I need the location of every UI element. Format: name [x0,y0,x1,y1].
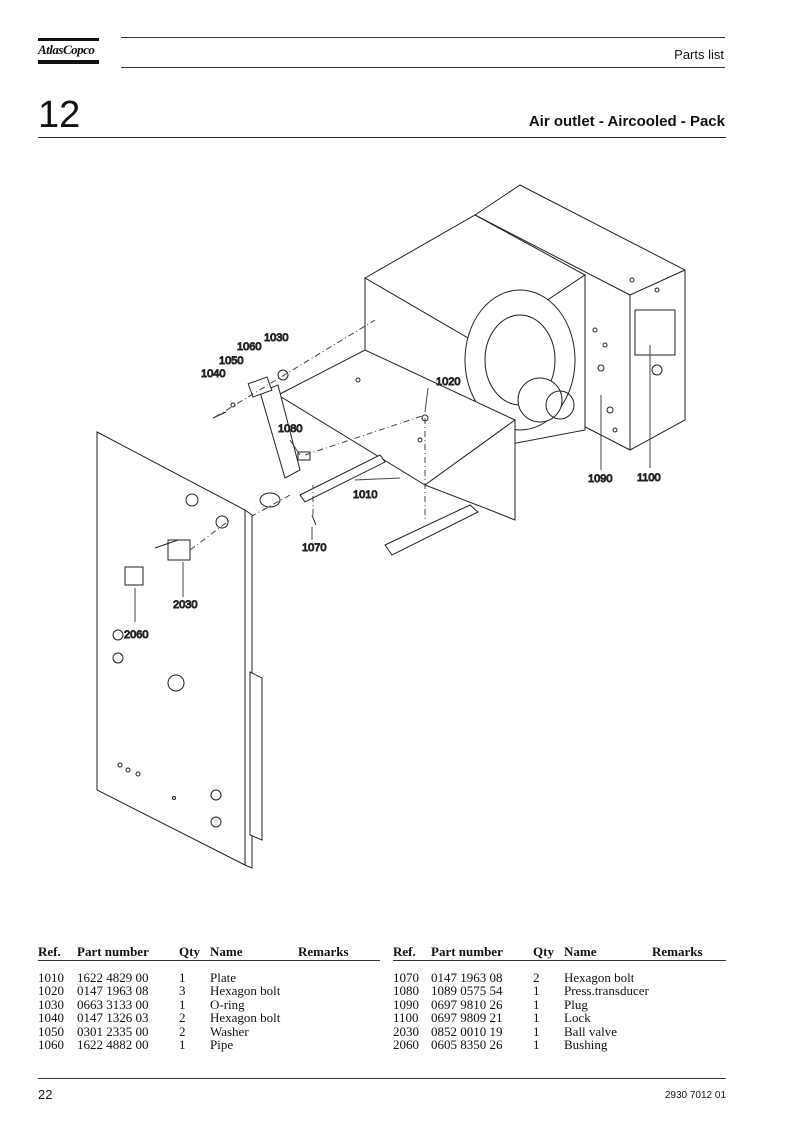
doc-number: 2930 7012 01 [664,1090,726,1101]
name-cell: Lock [564,1010,591,1026]
callout-1010: 1010 [353,489,377,501]
ref-cell: 1090 [393,996,419,1012]
bolt-1070 [311,514,317,526]
ref-cell: 2060 [393,1037,419,1052]
callout-1070: 1070 [302,542,326,554]
ball-valve-2030 [167,539,191,561]
header-bottom-rule [121,67,725,68]
front-panel [96,431,263,869]
plate-1010-flap [423,419,516,521]
name-cell: Hexagon bolt [210,1010,281,1026]
part-number-cell: 0697 9809 21 [431,1010,503,1026]
col-qty: Qty [179,944,200,959]
part-number-cell: 0697 9810 26 [431,996,503,1012]
logo-text: AtlasCopco [38,42,95,57]
part-number-cell: 0147 1963 08 [431,970,503,985]
qty-cell: 1 [179,996,186,1012]
col-part-number: Part number [431,944,503,959]
col-name: Name [210,944,243,959]
part-number-cell: 0663 3133 00 [77,996,149,1012]
qty-cell: 2 [179,1023,186,1039]
name-cell: Hexagon bolt [210,983,281,999]
qty-cell: 3 [179,983,186,999]
callout-1090: 1090 [588,473,612,485]
name-cell: Hexagon bolt [564,970,635,985]
part-number-cell: 1622 4882 00 [77,1037,149,1052]
title-rule [38,137,726,138]
bolt-1040 [212,411,227,419]
name-cell: Bushing [564,1037,608,1052]
qty-cell: 1 [179,970,186,985]
ref-cell: 1050 [38,1023,64,1039]
callout-1020: 1020 [436,376,460,388]
part-number-cell: 0301 2335 00 [77,1023,149,1039]
col-ref: Ref. [393,944,416,959]
logo-bar-top [38,38,99,41]
callout-1080: 1080 [278,423,302,435]
name-cell: Press.transducer [564,983,649,999]
atlas-copco-logo: AtlasCopco [38,38,99,66]
callout-2030: 2030 [173,599,197,611]
col-part-number: Part number [77,944,149,959]
part-number-cell: 0605 8350 26 [431,1037,503,1052]
transducer-1080 [297,451,311,461]
section-title: Air outlet - Aircooled - Pack [528,113,725,130]
mounting-rail-lower [384,504,479,556]
ref-cell: 1100 [393,1010,419,1026]
bushing-2060 [124,566,144,586]
qty-cell: 1 [533,1037,540,1052]
callout-1040: 1040 [201,368,225,380]
part-number-cell: 0147 1963 08 [77,983,149,999]
qty-cell: 1 [533,996,540,1012]
qty-cell: 1 [533,1023,540,1039]
qty-cell: 1 [179,1037,186,1052]
name-cell: Pipe [210,1037,234,1052]
footer-rule [38,1078,726,1079]
col-name: Name [564,944,597,959]
chapter-number: 12 [38,94,81,136]
washer-1050 [230,402,236,408]
mounting-rail [299,454,386,503]
callout-1030: 1030 [264,332,288,344]
ref-cell: 1080 [393,983,419,999]
ref-cell: 1070 [393,970,419,985]
exploded-view-drawing: 1030 1060 1050 1040 1020 1080 1010 1070 … [96,184,686,869]
logo-bar-bottom [38,60,99,64]
col-ref: Ref. [38,944,61,959]
name-cell: Ball valve [564,1023,618,1039]
part-number-cell: 0147 1326 03 [77,1010,149,1026]
callout-1050: 1050 [219,355,243,367]
ref-cell: 2030 [393,1023,419,1039]
doc-type: Parts list [674,47,724,62]
part-number-cell: 1622 4829 00 [77,970,149,985]
ref-cell: 1010 [38,970,64,985]
header-top-rule [121,37,725,38]
callout-1060: 1060 [237,341,261,353]
callout-1100: 1100 [637,472,661,484]
ref-cell: 1040 [38,1010,64,1026]
ref-cell: 1030 [38,996,64,1012]
page-number: 22 [38,1087,53,1102]
cabinet-outline [364,184,686,451]
name-cell: Plate [210,970,236,985]
part-number-cell: 0852 0010 19 [431,1023,503,1039]
col-qty: Qty [533,944,554,959]
ref-cell: 1060 [38,1037,64,1052]
qty-cell: 1 [533,1010,540,1026]
parts-rule-left [38,960,380,961]
name-cell: Washer [210,1023,249,1039]
name-cell: Plug [564,996,588,1012]
qty-cell: 2 [533,970,540,985]
qty-cell: 1 [533,983,540,999]
name-cell: O-ring [210,996,245,1012]
ref-cell: 1020 [38,983,64,999]
parts-rule-right [393,960,726,961]
qty-cell: 2 [179,1010,186,1026]
callout-2060: 2060 [124,629,148,641]
part-number-cell: 1089 0575 54 [431,983,503,999]
o-ring-1030 [277,369,289,381]
col-remarks: Remarks [652,944,703,959]
col-remarks: Remarks [298,944,349,959]
